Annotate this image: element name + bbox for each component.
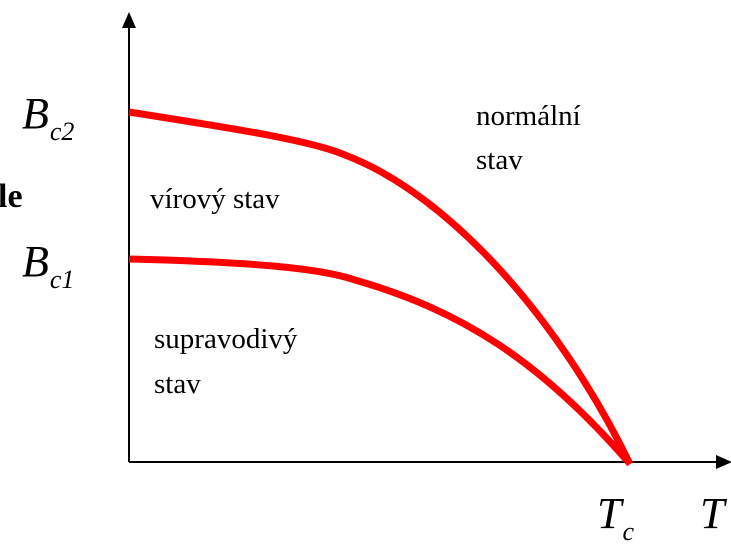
y-axis-arrow <box>122 12 136 28</box>
cropped-label: le <box>0 178 23 215</box>
bc2-label: Bc2 <box>22 89 75 147</box>
bc2-subscript: c2 <box>49 117 75 146</box>
region-normal-line1: normální <box>476 100 581 132</box>
region-super-line1: supravodivý <box>154 323 298 355</box>
x-axis-arrow <box>716 455 731 469</box>
bc1-subscript: c1 <box>49 265 75 294</box>
bc1-label: Bc1 <box>22 237 75 295</box>
region-super-line2: stav <box>154 368 201 400</box>
bc2-curve <box>128 108 634 466</box>
region-normal-line2: stav <box>476 144 523 176</box>
bc1-symbol: B <box>22 237 49 286</box>
tc-symbol: T <box>597 489 622 538</box>
bc2-symbol: B <box>22 89 49 138</box>
t-axis-label: T <box>700 489 725 538</box>
region-vortex: vírový stav <box>150 183 280 215</box>
tc-label: Tc <box>597 489 635 546</box>
bc1-curve <box>128 255 633 467</box>
tc-subscript: c <box>622 517 635 546</box>
